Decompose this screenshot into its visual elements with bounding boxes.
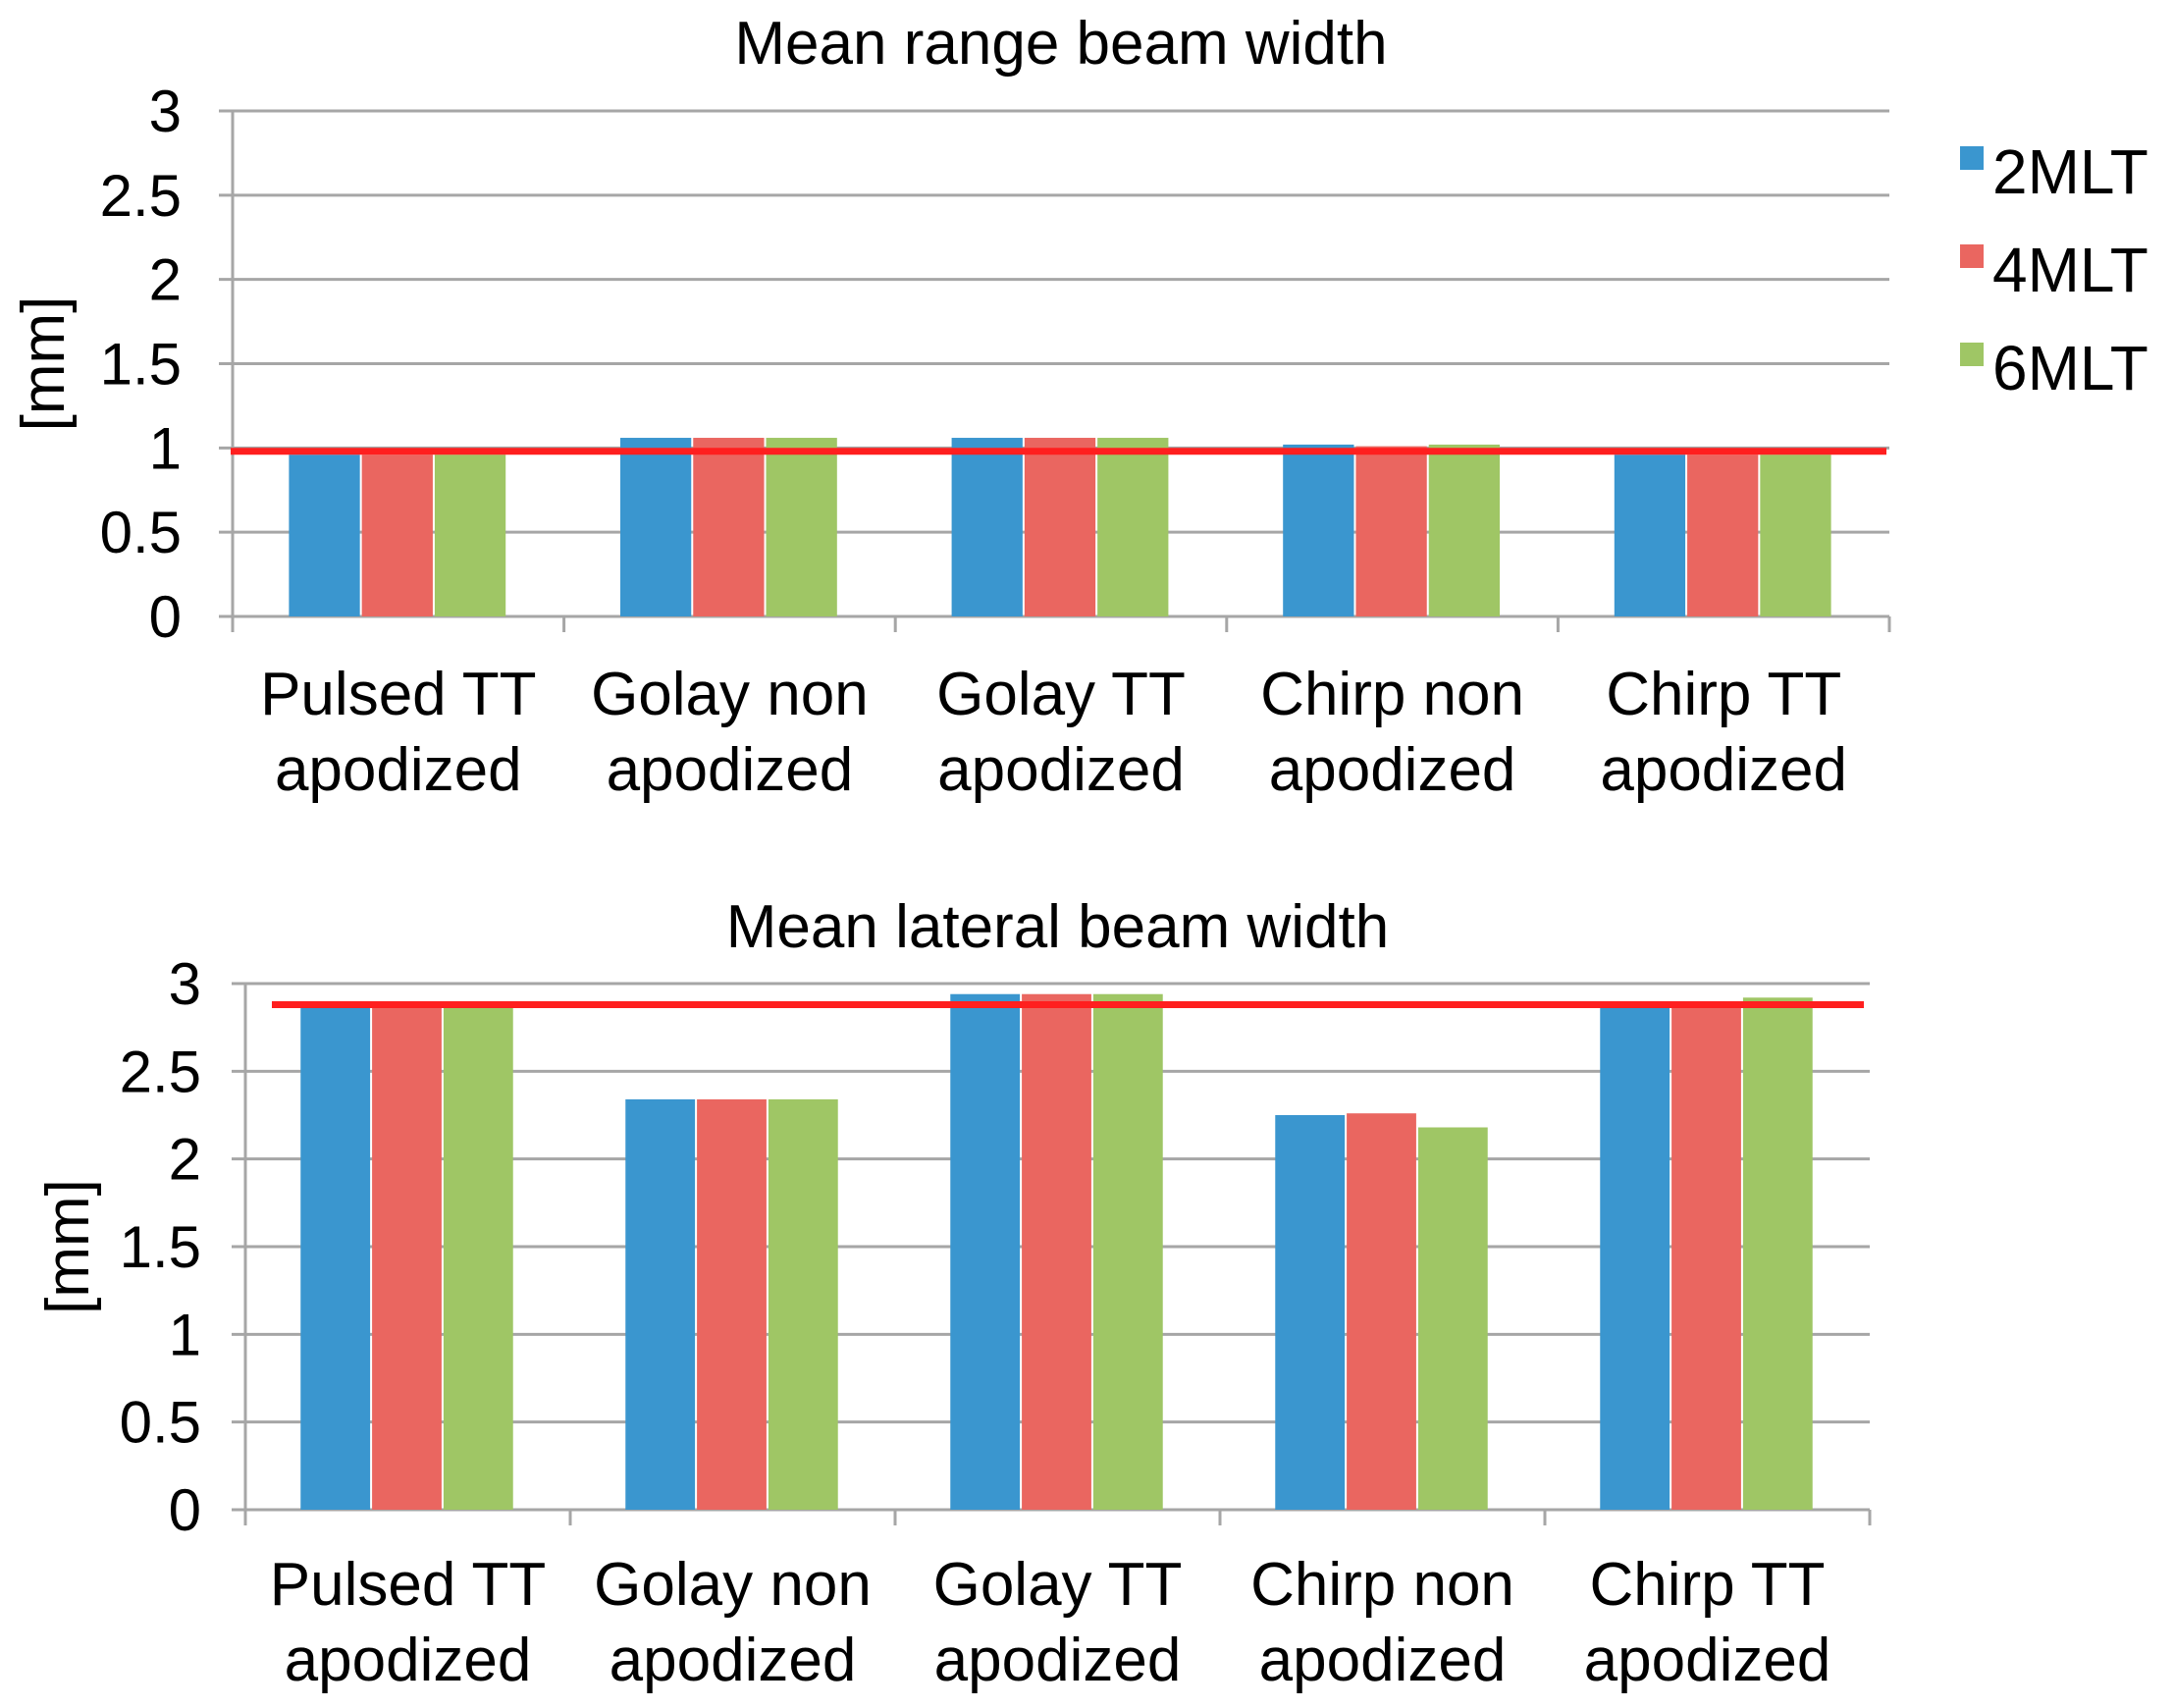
bar-6mlt [768,1098,838,1510]
bar-4mlt [1024,438,1096,616]
x-category-label-line1: Golay non [594,1551,872,1619]
bar-6mlt [1742,997,1813,1510]
bar-4mlt [1687,454,1759,616]
bar-2mlt [619,438,692,616]
y-tick-label: 1 [149,415,182,481]
y-axis-label: [mm] [34,1179,102,1314]
bar-2mlt [1600,1006,1670,1510]
legend-label: 2MLT [1992,136,2148,207]
chart-title: Mean lateral beam width [726,893,1389,961]
bar-4mlt [372,1006,442,1510]
x-category-label-line1: Chirp TT [1589,1551,1825,1619]
x-category-label-line2: apodized [1259,1627,1507,1694]
range-beam-width-chart: Mean range beam width [mm] 0 0.5 1 1.5 2 2.5 3Pu… [10,10,1891,804]
bar-4mlt [693,438,765,616]
y-tick-label: 0.5 [120,1390,201,1456]
bar-4mlt [1355,446,1427,616]
bar-2mlt [625,1098,696,1510]
x-category-label-line2: apodized [607,736,854,804]
x-category-label-line2: apodized [275,736,522,804]
x-category-label-line2: apodized [1269,736,1516,804]
y-tick-label: 1 [169,1302,201,1367]
y-tick-label: 2.5 [120,1039,201,1104]
x-category-label-line2: apodized [934,1627,1182,1694]
bar-2mlt [1283,444,1354,616]
x-category-label-line1: Chirp non [1250,1551,1514,1619]
bar-4mlt [1671,1006,1741,1510]
bar-6mlt [443,1006,513,1510]
bar-6mlt [1760,454,1831,616]
x-category-label-line1: Chirp TT [1606,661,1841,728]
y-tick-label: 2 [149,247,182,313]
x-category-label-line1: Golay non [591,661,869,728]
x-category-label-line1: Pulsed TT [270,1551,546,1619]
x-category-label-line1: Golay TT [936,661,1186,728]
x-category-label-line2: apodized [1584,1627,1831,1694]
x-category-label-line2: apodized [937,736,1185,804]
legend: 2MLT 4MLT 6MLT [1960,136,2148,403]
bar-6mlt [1428,444,1501,616]
bar-2mlt [289,454,360,616]
x-category-label-line2: apodized [610,1627,857,1694]
bar-6mlt [766,438,837,616]
y-tick-label: 2.5 [100,163,182,229]
lateral-beam-width-chart: Mean lateral beam width [mm] 0 0.5 1 1.5 2 2.5 3… [34,893,1872,1694]
x-category-label-line1: Chirp non [1260,661,1524,728]
y-tick-label: 3 [149,79,182,144]
y-tick-label: 1.5 [100,332,182,398]
bar-2mlt [1614,454,1686,616]
y-tick-label: 2 [169,1127,201,1193]
y-tick-label: 0.5 [100,500,182,565]
x-category-label-line2: apodized [1600,736,1847,804]
y-tick-label: 0 [169,1477,201,1543]
legend-swatch-4mlt [1960,244,1984,268]
y-tick-label: 1.5 [120,1214,201,1280]
y-axis-label: [mm] [10,296,78,432]
legend-swatch-6mlt [1960,343,1984,366]
bar-6mlt [1417,1127,1488,1510]
y-tick-label: 0 [149,584,182,650]
bar-4mlt [697,1098,767,1510]
bar-2mlt [951,438,1023,616]
legend-label: 4MLT [1992,235,2148,305]
bar-6mlt [1092,993,1163,1510]
x-category-label-line2: apodized [285,1627,532,1694]
bar-6mlt [1097,438,1169,616]
bar-6mlt [434,454,506,616]
legend-label: 6MLT [1992,333,2148,403]
bar-2mlt [950,993,1021,1510]
legend-swatch-2mlt [1960,146,1984,170]
bar-4mlt [1347,1113,1416,1510]
bar-4mlt [361,454,433,616]
bar-4mlt [1022,993,1091,1510]
x-category-label-line1: Golay TT [933,1551,1183,1619]
x-category-label-line1: Pulsed TT [260,661,536,728]
bar-2mlt [1275,1115,1346,1510]
bar-2mlt [300,1006,371,1510]
y-tick-label: 3 [169,951,201,1017]
chart-title: Mean range beam width [734,10,1387,78]
